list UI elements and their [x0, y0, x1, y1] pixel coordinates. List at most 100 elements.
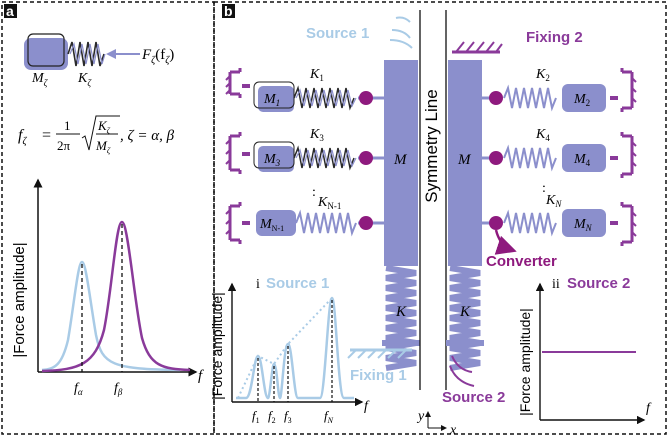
- right-mass-2-label: M4: [573, 152, 591, 168]
- source1-label: Source 1: [306, 25, 369, 42]
- left-mass-1: [258, 86, 294, 112]
- left-spring-3: [295, 209, 357, 237]
- tick-beta: fβ: [114, 381, 123, 397]
- right-converter-1: [489, 91, 503, 105]
- left-plate-label: M: [393, 152, 408, 168]
- chart-a: |Force amplitude| f fα fβ: [11, 178, 204, 397]
- right-spring-2: [503, 144, 557, 172]
- left-spring-label: K: [395, 304, 407, 320]
- fixing1-hatch: [347, 349, 407, 359]
- right-vertical-spring: [449, 265, 481, 371]
- left-mass-3: [256, 210, 296, 236]
- converter-label: Converter: [486, 253, 557, 270]
- inset-i-roman: i: [256, 277, 260, 292]
- inset-i: |Force amplitude| f i Source 1 f1 f2 f3 …: [209, 275, 370, 425]
- fixing1-label: Fixing 1: [350, 367, 407, 384]
- formula-sqrt: [81, 115, 120, 151]
- panel-b: b Source 1 Fixing 2 M K Fixing 1 Symmetr…: [209, 1, 667, 438]
- left-link-2: [242, 152, 250, 156]
- converter-arrow: [494, 229, 517, 255]
- right-spring-1: [503, 84, 557, 112]
- left-converter-2: [359, 151, 373, 165]
- left-spring-2-shadow: [295, 148, 357, 168]
- right-spring-1-label: K2: [535, 67, 550, 83]
- mass-zeta-outline: [27, 33, 65, 67]
- panel-b-label: b: [224, 3, 233, 19]
- right-mass-3: [562, 209, 606, 237]
- left-spring-1: [293, 85, 355, 111]
- left-converter-1: [359, 91, 373, 105]
- left-spring-1-label: K1: [309, 67, 324, 83]
- left-spring-1-shadow: [295, 88, 357, 108]
- right-converter-3: [489, 216, 503, 230]
- right-wall-1-hatch: [631, 77, 637, 103]
- right-spring-3: [503, 209, 557, 237]
- left-mass-2-label: M3: [263, 152, 281, 168]
- inset-i-ylabel: |Force amplitude|: [209, 292, 225, 400]
- left-mass-3-label: MN-1: [259, 217, 284, 233]
- mass-label: Mζ: [31, 71, 49, 88]
- chart-a-ylabel: |Force amplitude|: [11, 242, 28, 357]
- inset-i-curve: [236, 296, 354, 400]
- right-wall-2-hatch: [631, 141, 637, 167]
- right-converter-2: [489, 151, 503, 165]
- source2-wave-2: [449, 365, 475, 387]
- panel-a-label: a: [6, 3, 14, 19]
- mass-zeta: [24, 38, 68, 70]
- inset-i-tick-1: f1: [252, 408, 260, 425]
- right-wall-3-hatch: [631, 211, 637, 237]
- left-link-3: [242, 221, 250, 225]
- left-wall-2-hatch: [225, 139, 231, 165]
- inset-i-tick-N: fN: [324, 408, 334, 425]
- formula-num: 1: [64, 118, 71, 133]
- fixing2-hatch: [455, 41, 503, 53]
- right-mass-1-label: M2: [573, 92, 590, 108]
- right-link-2: [610, 156, 618, 160]
- axis-x-label: x: [449, 423, 457, 438]
- right-spring-label: K: [459, 304, 471, 320]
- curve-alpha: [41, 260, 181, 372]
- right-wall-3: [620, 202, 634, 246]
- source2-label: Source 2: [442, 389, 505, 406]
- right-spring-base: [446, 340, 484, 346]
- force-arrow-head: [106, 49, 116, 59]
- left-mass-1-label: M1: [263, 92, 280, 108]
- inset-i-title: Source 1: [266, 275, 329, 292]
- right-link-3: [610, 221, 618, 225]
- right-mass-1: [562, 84, 606, 112]
- left-spring-base: [382, 340, 420, 346]
- left-wall-1-hatch: [225, 75, 231, 95]
- formula-eq: =: [42, 127, 51, 144]
- left-row-2: M3 K3: [225, 127, 384, 174]
- inset-ii-title: Source 2: [567, 275, 630, 292]
- right-spring-3-label: KN: [545, 193, 562, 209]
- panel-b-label-bg: [222, 4, 235, 18]
- right-dots: :: [542, 181, 546, 196]
- left-plate: [384, 60, 418, 266]
- right-mass-3-label: MN: [573, 217, 593, 233]
- right-plate-label: M: [457, 152, 472, 168]
- inset-ii-roman: ii: [552, 277, 560, 292]
- left-spring-2-label: K3: [309, 127, 324, 143]
- inset-i-envelope: [237, 297, 333, 399]
- force-label: Fζ(fζ): [141, 47, 174, 66]
- panel-a-frame: [1, 1, 215, 435]
- spring-label: Kζ: [77, 71, 92, 88]
- spring-zeta: [67, 41, 105, 67]
- right-mass-2: [562, 144, 606, 172]
- formula-lhs: fζ: [18, 127, 27, 147]
- left-wall-3: [228, 202, 242, 244]
- source1-wave-3: [395, 16, 411, 23]
- panel-a-label-bg: [4, 4, 17, 18]
- symmetry-label: Symmetry Line: [422, 89, 441, 202]
- left-wall-3-hatch: [225, 209, 231, 235]
- right-row-2: M4 K4: [482, 127, 637, 178]
- inset-ii-xlabel: f: [646, 401, 652, 416]
- source2-wave-1: [451, 355, 473, 373]
- left-dots: :: [312, 185, 316, 200]
- left-link-1: [242, 84, 250, 88]
- chart-a-xlabel: f: [198, 368, 204, 384]
- source1-wave-1: [391, 29, 411, 39]
- left-wall-1: [228, 68, 242, 98]
